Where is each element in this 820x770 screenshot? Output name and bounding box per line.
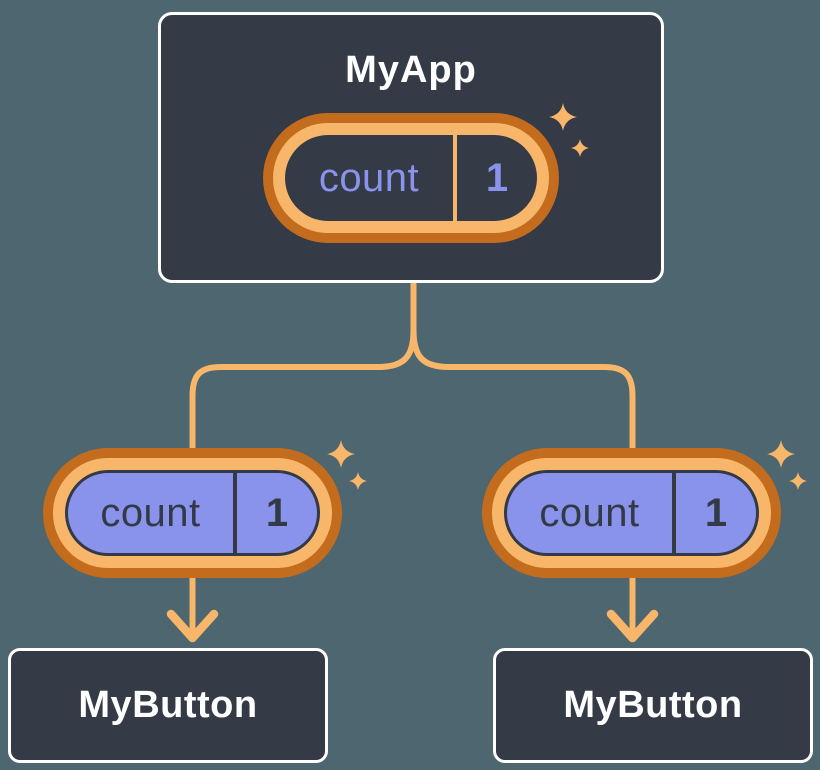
arrow-down-icon [166, 609, 219, 643]
prop-name: count [100, 490, 201, 535]
button-node-label: MyButton [563, 684, 743, 726]
prop-pill-body: count 1 [65, 470, 320, 556]
pill-divider [672, 473, 676, 553]
state-pill-ring: count 1 [273, 123, 549, 233]
prop-value: 1 [265, 490, 289, 535]
button-node-label: MyButton [78, 684, 258, 726]
state-value: 1 [485, 155, 509, 200]
arrow-down-icon [606, 609, 659, 643]
prop-pill-ring: count 1 [492, 458, 771, 568]
button-node-right: MyButton [493, 648, 813, 763]
button-node-left: MyButton [8, 648, 328, 763]
prop-pill-left: count 1 [43, 448, 342, 578]
pill-divider [453, 135, 457, 221]
state-pill-body: count 1 [285, 135, 537, 221]
app-node-label: MyApp [345, 49, 477, 91]
state-name: count [318, 155, 420, 200]
state-pill: count 1 [263, 113, 559, 243]
prop-pill-body: count 1 [504, 470, 759, 556]
prop-name: count [539, 490, 640, 535]
prop-pill-ring: count 1 [53, 458, 332, 568]
prop-pill-right: count 1 [482, 448, 781, 578]
prop-value: 1 [704, 490, 728, 535]
